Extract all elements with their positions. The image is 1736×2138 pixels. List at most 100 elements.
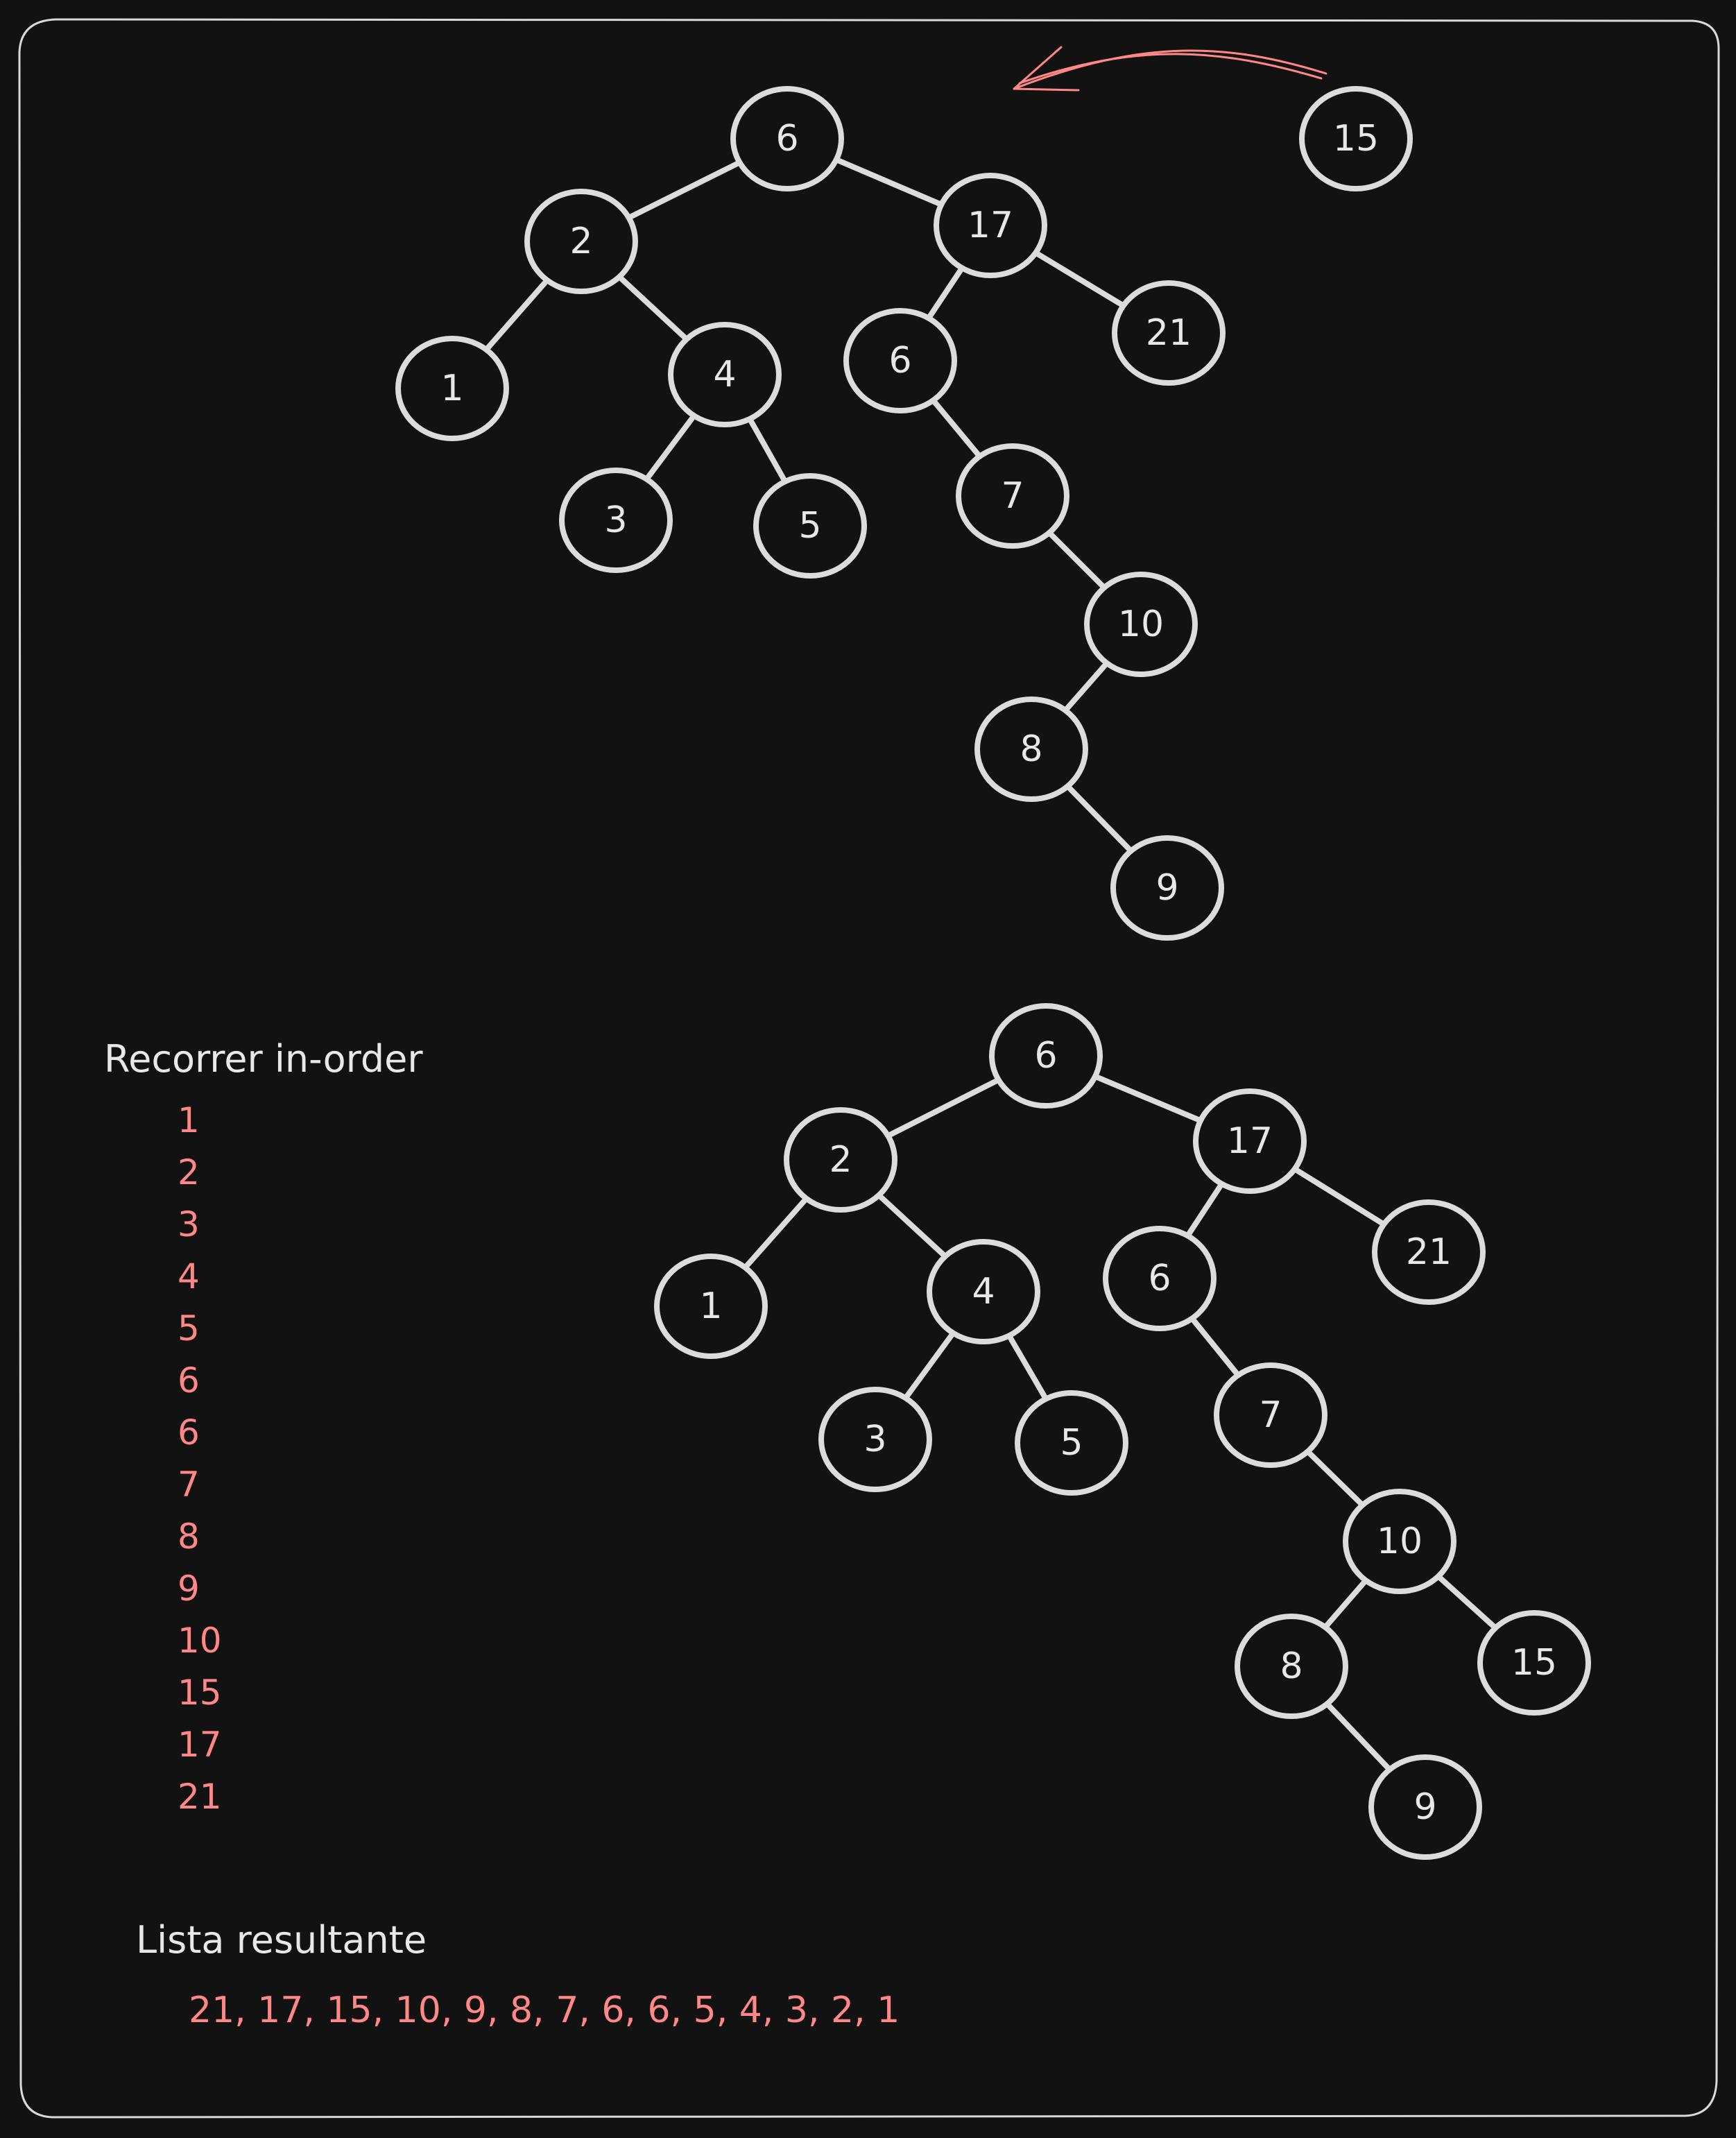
tree-node: 1 xyxy=(395,336,509,441)
inorder-heading: Recorrer in-order xyxy=(104,1037,423,1081)
inorder-item: 6 xyxy=(178,1360,200,1401)
tree-node: 10 xyxy=(1084,572,1198,677)
tree-node: 8 xyxy=(1235,1614,1348,1719)
tree-node-label: 9 xyxy=(1155,867,1178,909)
tree-node: 2 xyxy=(784,1107,897,1213)
tree-node-label: 10 xyxy=(1118,604,1164,645)
tree-node: 5 xyxy=(1015,1390,1128,1496)
tree-node-label: 5 xyxy=(798,505,821,547)
tree-node: 2 xyxy=(524,189,638,294)
tree-edge xyxy=(618,275,688,341)
tree-edge xyxy=(1324,1579,1367,1629)
inorder-item: 4 xyxy=(178,1256,200,1297)
tree-edge xyxy=(877,1193,947,1258)
tree-edge xyxy=(1325,1702,1391,1771)
tree-node: 6 xyxy=(1103,1226,1217,1331)
tree-node: 7 xyxy=(1214,1362,1327,1468)
tree-node-label: 6 xyxy=(1148,1258,1171,1299)
tree-edge xyxy=(904,1332,954,1399)
inorder-item: 15 xyxy=(178,1673,222,1713)
inorder-item: 7 xyxy=(178,1464,200,1505)
tree-node: 7 xyxy=(956,443,1069,549)
whiteboard-frame xyxy=(18,18,1720,2119)
tree-node-label: 7 xyxy=(1001,475,1024,517)
tree-node: 21 xyxy=(1372,1199,1486,1305)
tree-node: 3 xyxy=(818,1387,932,1492)
tree-node: 21 xyxy=(1112,280,1226,386)
tree-node-label: 17 xyxy=(968,205,1013,246)
tree-node-label: 4 xyxy=(972,1271,995,1312)
inorder-item: 5 xyxy=(178,1308,200,1349)
tree-edge xyxy=(1064,662,1108,712)
tree-node-label: 7 xyxy=(1259,1394,1282,1436)
tree-node-label: 1 xyxy=(440,368,463,409)
tree-node: 4 xyxy=(927,1239,1040,1344)
inorder-item: 2 xyxy=(178,1152,200,1192)
tree-edge xyxy=(927,267,963,319)
tree-edge xyxy=(886,1077,1001,1138)
tree-edge xyxy=(1048,531,1106,589)
tree-node-label: 9 xyxy=(1413,1786,1436,1828)
tree-node: 6 xyxy=(989,1003,1103,1109)
inorder-item: 21 xyxy=(178,1777,222,1817)
pending-node: 15 xyxy=(1299,86,1413,191)
tree-edge xyxy=(485,279,549,351)
bst-after-insert: 6 2 17 1 4 6 21 3 5 7 10 8 15 9 xyxy=(654,1003,1591,1860)
bst-before-insert: 6 2 17 1 4 6 21 3 5 7 10 8 9 15 xyxy=(395,86,1413,941)
pending-node-label: 15 xyxy=(1333,118,1379,160)
tree-edge xyxy=(931,399,981,458)
tree-edge xyxy=(1306,1450,1364,1507)
tree-node: 8 xyxy=(974,696,1088,802)
tree-node-label: 6 xyxy=(1034,1035,1057,1077)
tree-node-label: 8 xyxy=(1020,728,1042,770)
tree-edge xyxy=(744,1197,808,1269)
inorder-item: 9 xyxy=(178,1568,200,1609)
tree-node: 6 xyxy=(730,86,844,191)
tree-edge xyxy=(626,160,742,221)
tree-node-label: 10 xyxy=(1377,1521,1423,1562)
tree-edge xyxy=(748,418,787,482)
tree-node-label: 3 xyxy=(604,499,627,541)
tree-edge xyxy=(1033,250,1126,308)
tree-node-label: 5 xyxy=(1060,1422,1083,1464)
tree-edge xyxy=(1008,1335,1047,1399)
tree-edge xyxy=(1186,1183,1223,1236)
tree-node: 17 xyxy=(934,173,1047,278)
tree-node-label: 21 xyxy=(1146,312,1192,354)
tree-node-label: 6 xyxy=(888,340,911,382)
tree-node-label: 8 xyxy=(1280,1645,1303,1687)
tree-node-label: 6 xyxy=(775,118,798,160)
tree-edge xyxy=(1293,1167,1386,1226)
tree-edge xyxy=(1436,1575,1497,1630)
tree-node: 9 xyxy=(1368,1754,1482,1860)
insert-arrow xyxy=(1013,46,1327,92)
tree-edge xyxy=(645,415,696,480)
tree-node-label: 21 xyxy=(1406,1231,1452,1273)
tree-node-label: 4 xyxy=(713,354,736,395)
tree-node-label: 17 xyxy=(1227,1120,1273,1162)
tree-node-label: 1 xyxy=(699,1285,722,1327)
tree-edge xyxy=(1092,1074,1203,1123)
inorder-item: 6 xyxy=(178,1412,200,1453)
tree-node-label: 3 xyxy=(863,1419,886,1460)
tree-node: 6 xyxy=(843,308,957,413)
tree-node: 10 xyxy=(1343,1489,1456,1594)
inorder-item: 8 xyxy=(178,1516,200,1557)
inorder-list: 1 2 3 4 5 6 6 7 8 9 10 15 17 21 xyxy=(178,1095,222,1823)
result-list: 21, 17, 15, 10, 9, 8, 7, 6, 6, 5, 4, 3, … xyxy=(189,1990,900,2031)
inorder-item: 17 xyxy=(178,1725,222,1765)
inorder-item: 10 xyxy=(178,1620,222,1661)
tree-node: 17 xyxy=(1193,1088,1307,1194)
tree-node-label: 2 xyxy=(829,1139,852,1181)
tree-node: 9 xyxy=(1110,835,1224,941)
tree-node: 15 xyxy=(1477,1610,1591,1716)
tree-edge xyxy=(1191,1317,1239,1376)
inorder-item: 1 xyxy=(178,1100,200,1140)
tree-node: 1 xyxy=(654,1254,768,1359)
tree-edge xyxy=(834,157,944,207)
result-heading: Lista resultante xyxy=(136,1918,427,1962)
tree-edge xyxy=(1066,785,1133,853)
tree-node: 4 xyxy=(668,322,782,427)
inorder-item: 3 xyxy=(178,1204,200,1245)
